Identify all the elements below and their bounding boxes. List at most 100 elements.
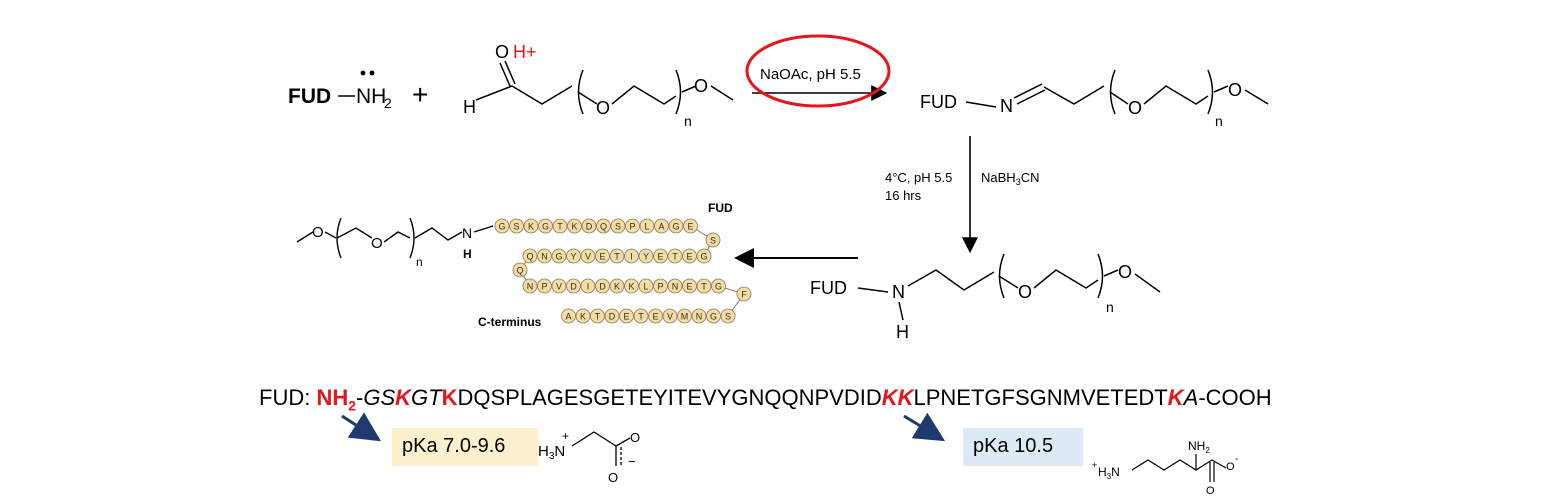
- bond: [336, 227, 373, 239]
- amino-acid-bead: [580, 278, 596, 294]
- amino-acid-bead: [512, 262, 528, 278]
- amino-acid-letter: T: [638, 312, 644, 322]
- step1-conditions: NaOAc, pH 5.5: [760, 66, 861, 83]
- repeat-n: n: [1106, 299, 1114, 315]
- step2-reagent: NaBH3CN: [981, 170, 1039, 187]
- amino-acid-bead: [696, 278, 712, 294]
- glycine-o2: O: [608, 470, 618, 485]
- amino-acid-bead: [609, 248, 625, 264]
- peg-terminal-oxygen: O: [312, 224, 324, 241]
- amino-acid-letter: N: [541, 252, 548, 262]
- amino-acid-bead: [609, 278, 625, 294]
- lysine-pointer-arrow: [903, 412, 946, 442]
- amino-acid-bead: [667, 278, 683, 294]
- amino-acid-bead: [624, 278, 639, 294]
- protonation-label: H+: [513, 42, 537, 62]
- amino-acid-bead: [552, 218, 568, 234]
- amino-acid-bead: [667, 248, 683, 264]
- amino-acid-bead: [566, 278, 581, 294]
- amino-acid-bead: [567, 218, 582, 234]
- glycine-h3n: H3N: [538, 443, 565, 462]
- double-bond: [499, 62, 511, 87]
- lysine-h3n: H3N: [1098, 465, 1120, 481]
- repeat-n: n: [684, 113, 692, 129]
- amino-acid-letter: V: [667, 312, 673, 322]
- amino-acid-bead: [595, 278, 610, 294]
- nh-bond: [898, 301, 904, 321]
- repeat-bracket-right: [1207, 69, 1214, 115]
- amino-acid-bead: [668, 218, 684, 234]
- amino-acid-bead: [538, 218, 553, 234]
- bond: [857, 287, 889, 293]
- peg-aldehyde-reactant: O H+ H O n O: [463, 42, 734, 129]
- amino-acid-bead: [522, 248, 538, 264]
- methyl-bond: [1244, 89, 1269, 105]
- amino-acid-bead: [654, 218, 669, 234]
- amino-acid-letter: Q: [516, 266, 523, 276]
- amino-acid-letter: G: [498, 222, 505, 232]
- amino-acid-letter: K: [628, 282, 634, 292]
- sequence-dash: -: [356, 385, 364, 410]
- n-terminus-pka-box: pKa 7.0-9.6: [392, 428, 538, 466]
- imine-double-bond: [1016, 89, 1046, 105]
- amino-acid-letter: E: [686, 252, 692, 262]
- amino-acid-letter: N: [672, 282, 679, 292]
- amino-acid-bead: [682, 278, 697, 294]
- peg-nh-h: H: [463, 247, 472, 261]
- amino-acid-letter: E: [686, 282, 692, 292]
- ether-oxygen: O: [1018, 282, 1032, 302]
- bond: [998, 275, 1019, 289]
- amino-acid-letter: L: [643, 282, 648, 292]
- amino-acid-letter: A: [565, 312, 571, 322]
- amine-product-fud-label: FUD: [810, 278, 847, 298]
- amine-nh-label: NH: [356, 85, 386, 108]
- amino-acid-letter: G: [672, 222, 679, 232]
- amino-acid-letter: D: [570, 282, 577, 292]
- amino-acid-letter: N: [696, 312, 703, 322]
- bond: [1143, 85, 1209, 105]
- amino-acid-letter: N: [527, 282, 534, 292]
- methyl-bond: [710, 85, 734, 101]
- amino-acid-bead: [624, 248, 639, 264]
- aldehyde-h: H: [463, 97, 476, 117]
- repeat-bracket-right: [409, 217, 415, 259]
- amino-acid-letter: P: [629, 222, 635, 232]
- sequence-middle-1: DQSPLAGESGETEYITEVYGNQQNPVDID: [457, 385, 882, 410]
- amino-acid-letter: T: [672, 252, 678, 262]
- imine-product: FUD N O n O: [920, 69, 1269, 129]
- sequence-prefix: FUD:: [259, 385, 317, 410]
- lysine-k1: K: [395, 385, 412, 410]
- amino-acid-letter: M: [681, 312, 689, 322]
- amino-acid-bead: [566, 248, 581, 264]
- bond: [965, 101, 997, 108]
- amino-acid-letter: K: [571, 222, 577, 232]
- bond: [473, 225, 494, 233]
- fud-amine-reactant: FUD NH 2: [288, 70, 392, 111]
- lysine-k2: K: [441, 385, 458, 410]
- step2-conditions-line2: 16 hrs: [885, 188, 922, 203]
- sequence-middle-2: LPNETGFSGNMVETEDT: [913, 385, 1168, 410]
- lysine-plus: +: [1092, 460, 1097, 470]
- amino-acid-letter: P: [541, 282, 547, 292]
- amino-acid-bead: [522, 278, 538, 294]
- bond: [324, 231, 337, 239]
- step2-conditions-line1: 4°C, pH 5.5: [885, 170, 952, 185]
- amino-acid-bead: [639, 218, 655, 234]
- fud-peptide-label: FUD: [708, 201, 733, 215]
- bond: [383, 231, 411, 243]
- terminal-oxygen: O: [1228, 80, 1242, 100]
- amino-acid-letter: T: [595, 312, 601, 322]
- imine-double-bond: [1013, 83, 1043, 99]
- amino-acid-letter: S: [710, 236, 716, 246]
- amino-acid-bead: [638, 278, 654, 294]
- bond: [611, 85, 677, 105]
- amino-acid-letter: G: [555, 252, 562, 262]
- amino-acid-bead: [494, 218, 510, 234]
- terminal-oxygen: O: [694, 76, 708, 96]
- amino-acid-bead: [706, 308, 721, 324]
- amino-acid-bead: [653, 248, 668, 264]
- amino-acid-letter: Q: [600, 222, 607, 232]
- double-bond: [504, 60, 516, 85]
